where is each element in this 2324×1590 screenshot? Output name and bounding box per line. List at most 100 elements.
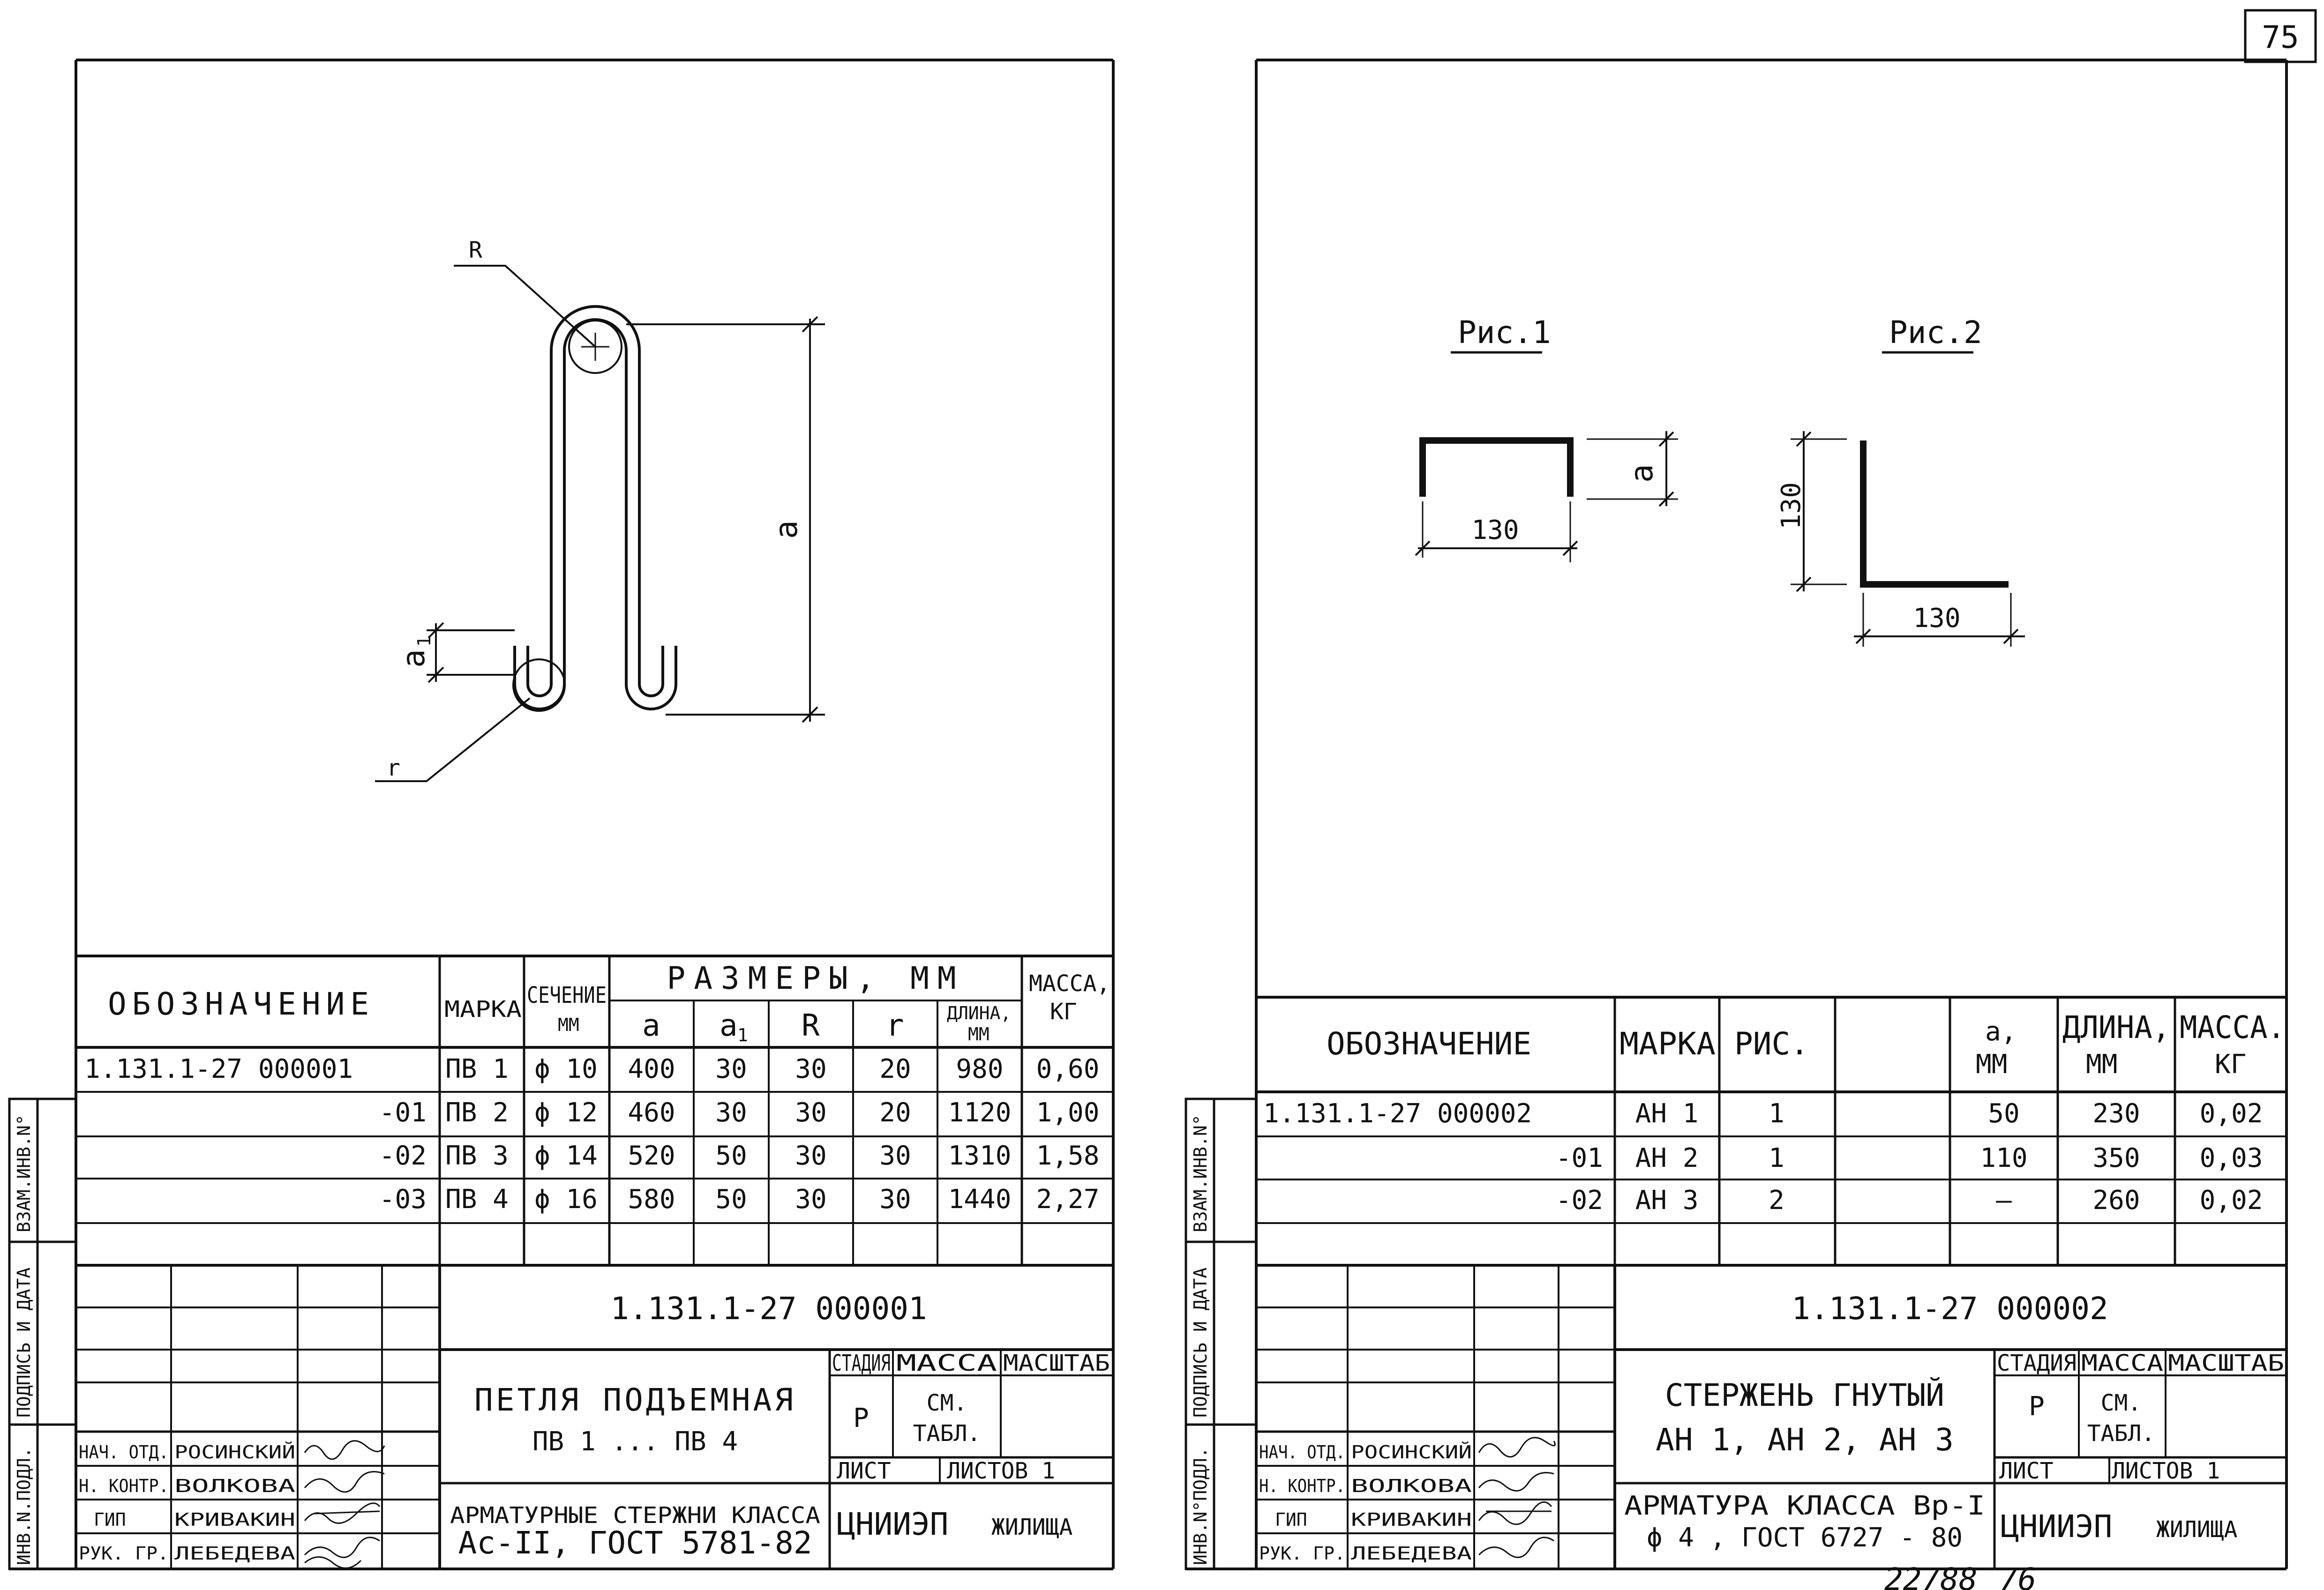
left-title-line2: ПВ 1 ... ПВ 4 bbox=[532, 1426, 738, 1457]
right-title-block: 1.131.1-27 000002 СТЕРЖЕНЬ ГНУТЫЙ АН 1, … bbox=[1256, 1265, 2287, 1569]
next-page-number: 76 bbox=[1999, 1561, 2036, 1590]
right-row-mark: АН 3 bbox=[1635, 1185, 1699, 1216]
page-number-box: 75 bbox=[2244, 9, 2317, 63]
right-row-mark: АН 2 bbox=[1635, 1143, 1699, 1173]
left-stage-value: Р bbox=[853, 1403, 869, 1433]
label-a: a bbox=[768, 520, 804, 539]
table-row: -02 АН 3 2 — 260 0,02 bbox=[1556, 1185, 2263, 1216]
left-org-1: ЦНИИЭП bbox=[837, 1506, 948, 1542]
signature-scribbles bbox=[1478, 1437, 1556, 1558]
figure-1: Рис.1 130 a bbox=[1415, 314, 1678, 562]
right-org-2: ЖИЛИЩА bbox=[2156, 1516, 2237, 1543]
left-sheet: ВЗАМ.ИНВ.N° ПОДПИСЬ И ДАТА ИНВ.N.ПОДЛ. R… bbox=[8, 59, 1115, 1570]
left-header-mass-unit: КГ bbox=[1050, 999, 1077, 1025]
stamp-inv-podl: ИНВ.N.ПОДЛ. bbox=[14, 1447, 34, 1565]
right-staff-role: Н. КОНТР. bbox=[1259, 1476, 1345, 1496]
figure-2: Рис.2 130 130 bbox=[1776, 314, 2025, 647]
left-header-section-unit: ММ bbox=[558, 1015, 579, 1035]
left-row-mark: ПВ 4 bbox=[445, 1184, 509, 1215]
left-row-mark: ПВ 3 bbox=[445, 1141, 509, 1171]
right-header-a-unit: ММ bbox=[1976, 1049, 2007, 1080]
stamp-podpis-data-right: ПОДПИСЬ И ДАТА bbox=[1190, 1268, 1211, 1418]
left-row-R: 30 bbox=[795, 1054, 826, 1084]
left-row-mass: 1,58 bbox=[1036, 1141, 1100, 1171]
left-scale-label: МАСШТАБ bbox=[1003, 1350, 1110, 1376]
right-row-fig: 1 bbox=[1769, 1143, 1784, 1173]
left-row-section: ϕ 10 bbox=[534, 1054, 598, 1084]
right-title-line2: АН 1, АН 2, АН 3 bbox=[1656, 1422, 1954, 1458]
fig2-title: Рис.2 bbox=[1889, 314, 1982, 351]
left-row-a1: 30 bbox=[715, 1054, 747, 1084]
table-row: -02 ПВ 3 ϕ 14 520 50 30 30 1310 1,58 bbox=[379, 1141, 1100, 1171]
left-code: 1.131.1-27 000001 bbox=[610, 1291, 927, 1327]
stamp-podpis-data: ПОДПИСЬ И ДАТА bbox=[14, 1268, 34, 1418]
left-title-block: 1.131.1-27 000001 ПЕТЛЯ ПОДЪЕМНАЯ ПВ 1 .… bbox=[76, 1265, 1113, 1569]
right-row-a: — bbox=[1996, 1185, 2012, 1216]
right-row-mark: АН 1 bbox=[1635, 1098, 1699, 1129]
right-row-mass: 0,02 bbox=[2200, 1098, 2263, 1129]
left-header-a1-sub: 1 bbox=[737, 1025, 748, 1045]
left-row-mass: 0,60 bbox=[1036, 1054, 1100, 1084]
left-row-a1: 50 bbox=[715, 1141, 747, 1171]
left-row-length: 1120 bbox=[948, 1097, 1012, 1128]
left-sheets-label: ЛИСТОВ 1 bbox=[947, 1458, 1055, 1484]
left-header-r: r bbox=[886, 1008, 904, 1043]
right-row-fig: 1 bbox=[1769, 1098, 1784, 1129]
right-code: 1.131.1-27 000002 bbox=[1792, 1291, 2108, 1327]
left-row-a: 400 bbox=[628, 1054, 675, 1084]
right-subtitle-line1: АРМАТУРА КЛАССА Вр-I bbox=[1624, 1491, 1985, 1521]
archive-number: 22788 bbox=[1884, 1561, 1978, 1590]
stamp-vzam-inv-right: ВЗАМ.ИНВ.N° bbox=[1190, 1114, 1211, 1232]
table-row: -01 АН 2 1 110 350 0,03 bbox=[1556, 1143, 2263, 1173]
right-staff-role: ГИП bbox=[1275, 1509, 1307, 1530]
left-header-section: СЕЧЕНИЕ bbox=[527, 982, 607, 1008]
loop-drawing: R r a a 1 bbox=[375, 237, 825, 782]
left-row-mark: ПВ 2 bbox=[445, 1097, 509, 1128]
left-row-mass: 2,27 bbox=[1036, 1184, 1100, 1215]
stamp-inv-podl-right: ИНВ.N°ПОДЛ. bbox=[1190, 1447, 1211, 1565]
table-row: 1.131.1-27 000001 ПВ 1 ϕ 10 400 30 30 20… bbox=[84, 1054, 1099, 1084]
right-title-line1: СТЕРЖЕНЬ ГНУТЫЙ bbox=[1665, 1377, 1944, 1413]
right-org-1: ЦНИИЭП bbox=[2001, 1508, 2112, 1545]
label-a1: a bbox=[396, 649, 432, 668]
left-header-R: R bbox=[802, 1008, 820, 1043]
table-row: 1.131.1-27 000002 АН 1 1 50 230 0,02 bbox=[1263, 1098, 2263, 1129]
left-row-designation: 1.131.1-27 000001 bbox=[84, 1054, 353, 1084]
left-stage-label: СТАДИЯ bbox=[832, 1350, 891, 1376]
left-subtitle-line2: Ас-II, ГОСТ 5781-82 bbox=[458, 1525, 812, 1561]
right-row-mass: 0,02 bbox=[2200, 1185, 2263, 1216]
left-staff-name: РОСИНСКИЙ bbox=[174, 1442, 295, 1463]
fig1-a: a bbox=[1624, 464, 1660, 483]
right-sheet-label: ЛИСТ bbox=[1999, 1458, 2054, 1484]
left-spec-table: ОБОЗНАЧЕНИЕ МАРКА СЕЧЕНИЕ ММ РАЗМЕРЫ, ММ… bbox=[76, 955, 1113, 1267]
right-staff-name: РОСИНСКИЙ bbox=[1351, 1442, 1472, 1463]
right-sheets-label: ЛИСТОВ 1 bbox=[2112, 1458, 2220, 1484]
table-row: -03 ПВ 4 ϕ 16 580 50 30 30 1440 2,27 bbox=[379, 1184, 1100, 1215]
left-row-a: 520 bbox=[628, 1141, 675, 1171]
right-header-length: ДЛИНА, bbox=[2062, 1009, 2170, 1045]
right-row-a: 110 bbox=[1980, 1143, 2027, 1173]
side-stamp-left: ВЗАМ.ИНВ.N° ПОДПИСЬ И ДАТА ИНВ.N.ПОДЛ. bbox=[8, 1097, 77, 1570]
fig1-title: Рис.1 bbox=[1458, 314, 1551, 351]
left-header-designation: ОБОЗНАЧЕНИЕ bbox=[108, 986, 375, 1022]
label-a1-sub: 1 bbox=[414, 636, 435, 647]
right-header-designation: ОБОЗНАЧЕНИЕ bbox=[1327, 1026, 1531, 1062]
left-mass-value-2: ТАБЛ. bbox=[913, 1420, 981, 1447]
left-sheet-label: ЛИСТ bbox=[837, 1458, 891, 1484]
right-sheet: ВЗАМ.ИНВ.N° ПОДПИСЬ И ДАТА ИНВ.N°ПОДЛ. Р… bbox=[1184, 59, 2288, 1590]
right-subtitle-line2: ϕ 4 , ГОСТ 6727 - 80 bbox=[1647, 1523, 1963, 1553]
right-row-length: 230 bbox=[2092, 1098, 2140, 1129]
right-row-designation: -01 bbox=[1556, 1143, 1603, 1173]
left-row-length: 1440 bbox=[948, 1184, 1012, 1215]
left-row-section: ϕ 16 bbox=[534, 1184, 598, 1215]
left-row-r: 20 bbox=[879, 1054, 911, 1084]
side-stamp-right: ВЗАМ.ИНВ.N° ПОДПИСЬ И ДАТА ИНВ.N°ПОДЛ. bbox=[1184, 1097, 1258, 1570]
left-row-length: 980 bbox=[956, 1054, 1003, 1084]
label-R: R bbox=[469, 237, 482, 263]
left-staff-role: Н. КОНТР. bbox=[79, 1476, 169, 1496]
right-row-designation: 1.131.1-27 000002 bbox=[1263, 1098, 1532, 1129]
left-row-r: 30 bbox=[879, 1184, 911, 1215]
right-stage-value: Р bbox=[2029, 1391, 2045, 1422]
right-row-length: 350 bbox=[2092, 1143, 2140, 1173]
